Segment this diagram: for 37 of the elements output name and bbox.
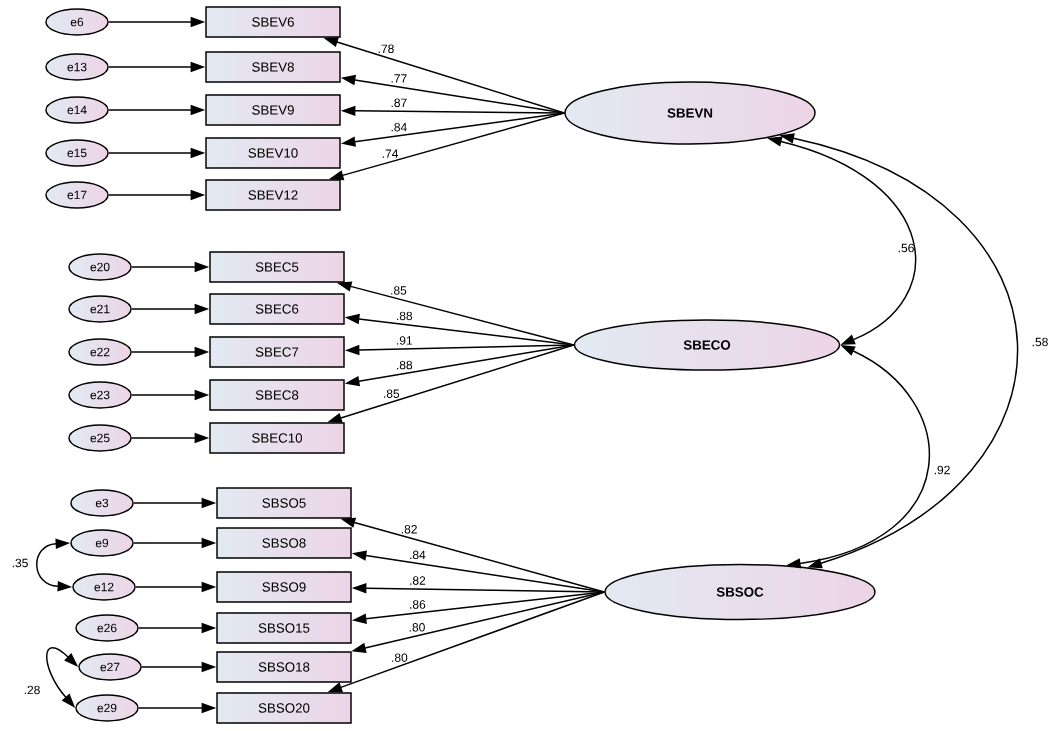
observed-variable-box: SBSO9 xyxy=(216,571,352,603)
observed-variable-box: SBEV8 xyxy=(205,51,341,83)
edge-label: .80 xyxy=(392,653,408,662)
edge-label: .92 xyxy=(934,465,950,475)
observed-variable-box: SBEC7 xyxy=(209,336,345,368)
edge-label: .35 xyxy=(12,558,28,568)
observed-variable-box: SBEC5 xyxy=(209,251,345,283)
edge-label: .88 xyxy=(397,360,413,370)
edge-label: .84 xyxy=(410,550,426,560)
edge-label: .58 xyxy=(1032,337,1048,347)
edge-label: .78 xyxy=(378,44,394,54)
observed-variable-box: SBSO5 xyxy=(216,487,352,519)
observed-variable-box: SBEV9 xyxy=(205,94,341,126)
edge-label: .28 xyxy=(24,685,40,695)
edge-label: .80 xyxy=(409,623,425,632)
observed-variable-box: SBSO18 xyxy=(216,651,352,683)
edge-label: .87 xyxy=(391,98,407,108)
observed-variable-box: SBEC8 xyxy=(209,379,345,411)
edge-label: .84 xyxy=(391,122,407,132)
edge-label: .77 xyxy=(391,74,407,83)
observed-variable-box: SBEV12 xyxy=(205,179,341,211)
observed-variable-box: SBSO20 xyxy=(216,692,352,724)
observed-variable-box: SBEV6 xyxy=(205,6,341,38)
observed-variable-box: SBEC10 xyxy=(209,422,345,454)
edge-label: .91 xyxy=(397,336,413,345)
edge-label: .56 xyxy=(898,243,914,253)
observed-variable-box: SBEV10 xyxy=(205,137,341,169)
edge-label: .74 xyxy=(382,149,399,158)
edge-label: .85 xyxy=(391,286,407,295)
edge-label: .82 xyxy=(410,576,426,585)
edge-label: .86 xyxy=(410,600,426,609)
edge-label: .88 xyxy=(397,311,413,321)
observed-variable-box: SBSO8 xyxy=(216,527,352,559)
observed-variable-box: SBSO15 xyxy=(216,612,352,644)
edge-label: .82 xyxy=(401,525,417,534)
observed-variable-box: SBEC6 xyxy=(209,293,345,325)
edge-label: .85 xyxy=(384,389,400,398)
